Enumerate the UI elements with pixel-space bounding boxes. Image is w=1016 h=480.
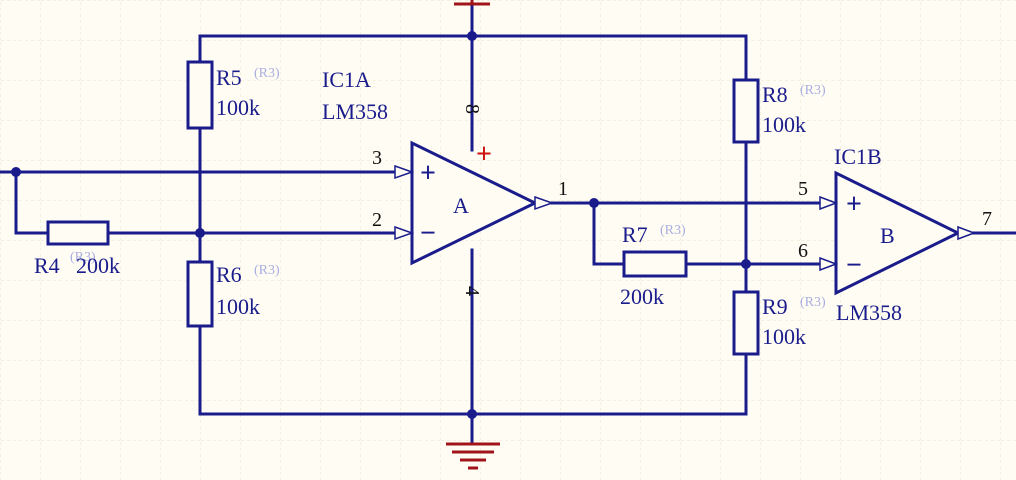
junction-dot <box>11 167 21 177</box>
r5-body <box>186 60 214 130</box>
opamp-b-plus: + <box>846 189 862 220</box>
ic1a-designator: IC1A <box>322 67 371 92</box>
junction-dot <box>589 198 599 208</box>
pin-arrow-5 <box>819 195 839 211</box>
opamp-ic1a[interactable]: + − A <box>394 140 555 266</box>
r9-value: 100k <box>762 324 806 349</box>
pin-arrow-2 <box>394 225 415 241</box>
r8-ghost: (R3) <box>800 83 826 98</box>
r9-body <box>732 290 760 356</box>
r5-value: 100k <box>216 95 260 120</box>
opamp-b-unit: B <box>880 223 895 248</box>
opamp-a-body <box>410 140 539 266</box>
r6-value: 100k <box>216 294 260 319</box>
ground-icon <box>446 442 500 470</box>
resistors <box>46 60 760 356</box>
r9-ghost: (R3) <box>800 295 826 310</box>
r6-designator: R6 <box>216 262 242 287</box>
r8-body <box>732 78 760 144</box>
opamp-a-minus: − <box>420 218 436 249</box>
pin-arrow-7 <box>957 225 977 241</box>
pin-arrow-3 <box>394 164 415 180</box>
r4-designator: R4 <box>34 253 60 278</box>
opamp-ic1b[interactable]: + − B <box>819 170 977 296</box>
r8-designator: R8 <box>762 82 788 107</box>
junction-dot <box>195 228 205 238</box>
power-port-icon <box>454 0 490 6</box>
pin-label-2: 2 <box>372 209 382 231</box>
r7-ghost: (R3) <box>660 223 686 238</box>
pin-label-6: 6 <box>798 240 808 262</box>
r9-designator: R9 <box>762 294 788 319</box>
ic1b-designator: IC1B <box>834 144 882 169</box>
opamp-b-body <box>834 170 962 296</box>
pin-label-4: 4 <box>461 286 483 296</box>
r6-ghost: (R3) <box>254 263 280 278</box>
opamp-b-minus: − <box>846 250 862 281</box>
opamp-a-plus: + <box>420 158 436 189</box>
r6-body <box>186 260 214 328</box>
ic1a-part: LM358 <box>322 99 388 124</box>
opamp-a-unit: A <box>453 193 469 218</box>
pin-label-1: 1 <box>558 178 568 200</box>
r7-designator: R7 <box>622 222 648 247</box>
pin-label-3: 3 <box>372 147 382 169</box>
r8-value: 100k <box>762 112 806 137</box>
junctions <box>11 31 751 419</box>
junction-dot <box>467 409 477 419</box>
r7-value: 200k <box>620 284 664 309</box>
pin-arrow-1 <box>534 195 555 211</box>
r7-body <box>622 250 688 278</box>
wire-r7-loop <box>592 201 626 266</box>
wire-input-loop <box>14 170 50 235</box>
ic1b-part: LM358 <box>836 300 902 325</box>
r4-body <box>46 220 110 246</box>
junction-dot <box>467 31 477 41</box>
pin-label-5: 5 <box>798 178 808 200</box>
ic1a-power-mark: + <box>476 139 492 170</box>
pin-arrow-6 <box>819 256 839 272</box>
r5-ghost: (R3) <box>254 66 280 81</box>
junction-dot <box>741 259 751 269</box>
pin-label-8: 8 <box>461 104 483 114</box>
pin-label-7: 7 <box>982 208 992 230</box>
r4-ghost: (R3) <box>70 250 96 265</box>
r4-value: 200k <box>76 253 120 278</box>
r5-designator: R5 <box>216 65 242 90</box>
